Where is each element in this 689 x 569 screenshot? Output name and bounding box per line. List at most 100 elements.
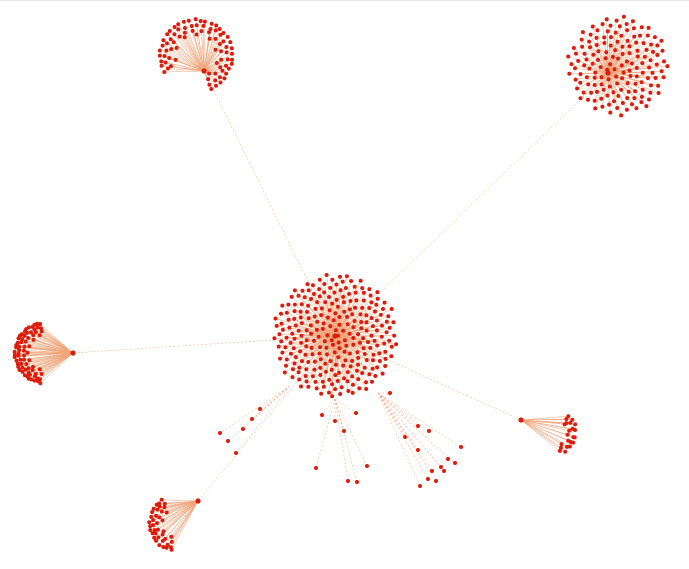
central-hub-node[interactable] (283, 345, 287, 349)
central-hub-node[interactable] (371, 324, 375, 328)
bottom-left-hub-node[interactable] (157, 543, 161, 547)
upper-right-hub-node[interactable] (605, 94, 609, 98)
central-hub-node[interactable] (285, 311, 289, 315)
central-hub-node[interactable] (274, 317, 278, 321)
upper-left-hub-node[interactable] (182, 20, 186, 24)
central-hub-node[interactable] (354, 291, 358, 295)
left-hub-node[interactable] (19, 358, 23, 362)
upper-right-hub-node[interactable] (614, 31, 618, 35)
central-hub-node[interactable] (380, 324, 384, 328)
central-hub-node[interactable] (275, 324, 279, 328)
upper-left-hub-node[interactable] (226, 35, 230, 39)
branch-c-node[interactable] (427, 429, 431, 433)
upper-right-hub-node[interactable] (586, 82, 590, 86)
upper-right-hub-node[interactable] (654, 76, 658, 80)
lower-right-hub-node[interactable] (567, 429, 571, 433)
central-hub-node[interactable] (389, 354, 393, 358)
central-hub-node[interactable] (392, 320, 396, 324)
upper-right-hub-node[interactable] (580, 45, 584, 49)
upper-left-hub-node[interactable] (222, 31, 226, 35)
upper-right-hub-node[interactable] (612, 99, 616, 103)
bottom-left-hub-node[interactable] (162, 505, 166, 509)
upper-left-hub-node[interactable] (183, 35, 187, 39)
upper-left-hub-node[interactable] (218, 75, 222, 79)
upper-right-hub-node[interactable] (596, 49, 600, 53)
central-hub-node[interactable] (337, 341, 341, 345)
upper-right-hub-node[interactable] (641, 71, 645, 75)
central-hub-node[interactable] (322, 321, 326, 325)
central-hub-node[interactable] (348, 352, 352, 356)
central-hub-center-node[interactable] (332, 333, 337, 338)
upper-right-hub-node[interactable] (653, 35, 657, 39)
upper-left-hub-node[interactable] (207, 83, 211, 87)
central-hub-node[interactable] (301, 289, 305, 293)
upper-right-hub-node[interactable] (589, 91, 593, 95)
upper-right-hub-node[interactable] (585, 75, 589, 79)
upper-right-hub-node[interactable] (620, 76, 624, 80)
central-hub-node[interactable] (330, 368, 334, 372)
central-hub-node[interactable] (310, 346, 314, 350)
upper-left-hub-node[interactable] (224, 45, 228, 49)
upper-right-hub-node[interactable] (607, 77, 611, 81)
upper-right-hub-node[interactable] (638, 34, 642, 38)
upper-right-hub-node[interactable] (593, 71, 597, 75)
central-hub-node[interactable] (344, 286, 348, 290)
upper-right-hub-node[interactable] (657, 91, 661, 95)
central-hub-node[interactable] (283, 371, 287, 375)
central-hub-node[interactable] (299, 316, 303, 320)
bottom-left-hub-node[interactable] (152, 507, 156, 511)
upper-left-hub-node[interactable] (202, 24, 206, 28)
upper-left-hub-node[interactable] (165, 41, 169, 45)
upper-left-hub-node[interactable] (176, 27, 180, 31)
upper-right-hub-node[interactable] (599, 97, 603, 101)
upper-right-hub-node[interactable] (622, 71, 626, 75)
central-hub-node[interactable] (309, 297, 313, 301)
central-hub-node[interactable] (330, 394, 334, 398)
left-hub-node[interactable] (19, 362, 23, 366)
central-hub-node[interactable] (381, 372, 385, 376)
upper-right-hub-node[interactable] (604, 50, 608, 54)
central-hub-node[interactable] (337, 346, 341, 350)
central-hub-node[interactable] (353, 319, 357, 323)
bottom-left-hub-node[interactable] (169, 535, 173, 539)
central-hub-node[interactable] (318, 366, 322, 370)
upper-right-hub-node[interactable] (628, 44, 632, 48)
upper-left-hub-node[interactable] (208, 37, 212, 41)
lower-right-hub-node[interactable] (573, 435, 577, 439)
central-hub-node[interactable] (318, 294, 322, 298)
upper-right-hub-node[interactable] (630, 102, 634, 106)
upper-right-hub-node[interactable] (640, 80, 644, 84)
upper-left-hub-node[interactable] (219, 81, 223, 85)
upper-right-hub-node[interactable] (632, 26, 636, 30)
central-hub-node[interactable] (338, 323, 342, 327)
upper-right-hub-node[interactable] (632, 35, 636, 39)
central-hub-node[interactable] (388, 326, 392, 330)
central-hub-node[interactable] (319, 313, 323, 317)
upper-left-hub-node[interactable] (178, 35, 182, 39)
branch-b-node[interactable] (314, 466, 318, 470)
upper-right-hub-node[interactable] (634, 82, 638, 86)
branch-a-node[interactable] (250, 417, 254, 421)
upper-right-hub-node[interactable] (655, 53, 659, 57)
bottom-left-hub-node[interactable] (154, 514, 158, 518)
central-hub-node[interactable] (345, 315, 349, 319)
upper-right-hub-node[interactable] (591, 62, 595, 66)
upper-left-hub-node[interactable] (194, 17, 198, 21)
bottom-left-hub-node[interactable] (157, 502, 161, 506)
central-hub-node[interactable] (311, 283, 315, 287)
central-hub-node[interactable] (342, 376, 346, 380)
central-hub-node[interactable] (390, 307, 394, 311)
central-hub-node[interactable] (343, 350, 347, 354)
upper-right-hub-node[interactable] (569, 62, 573, 66)
central-hub-node[interactable] (307, 316, 311, 320)
upper-left-hub-node[interactable] (224, 64, 228, 68)
central-hub-node[interactable] (322, 385, 326, 389)
central-hub-node[interactable] (336, 379, 340, 383)
upper-left-hub-node[interactable] (169, 47, 173, 51)
central-hub-node[interactable] (291, 367, 295, 371)
left-hub-node[interactable] (17, 352, 21, 356)
upper-left-hub-node[interactable] (218, 42, 222, 46)
upper-right-hub-node[interactable] (665, 64, 669, 68)
upper-right-hub-node[interactable] (655, 44, 659, 48)
branch-b-node[interactable] (354, 411, 358, 415)
